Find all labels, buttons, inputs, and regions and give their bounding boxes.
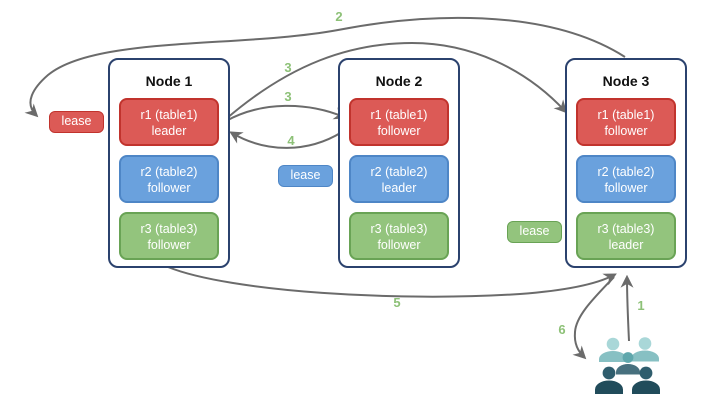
replica-label: r1 (table1)	[140, 108, 198, 122]
replica-r1-node-3: r1 (table1) follower	[576, 98, 676, 146]
node-3: Node 3 r1 (table1) follower r2 (table2) …	[565, 58, 687, 268]
replica-role: follower	[604, 124, 648, 138]
replica-r1-node-2: r1 (table1) follower	[349, 98, 449, 146]
arrow-step-4	[229, 131, 343, 149]
lease-badge-blue: lease	[278, 165, 333, 187]
replica-r2-node-3: r2 (table2) follower	[576, 155, 676, 203]
step-label-2: 2	[335, 9, 343, 24]
arrow-step-5	[167, 266, 617, 298]
replica-r3-node-1: r3 (table3) follower	[119, 212, 219, 260]
step-label-5: 5	[393, 295, 401, 310]
step-label-3a: 3	[284, 60, 292, 75]
replica-label: r1 (table1)	[370, 108, 428, 122]
lease-badge-red: lease	[49, 111, 104, 133]
replica-label: r3 (table3)	[597, 222, 655, 236]
step-label-3b: 3	[284, 89, 292, 104]
replica-label: r3 (table3)	[370, 222, 428, 236]
arrow-step-2	[24, 16, 626, 118]
replica-r1-node-1: r1 (table1) leader	[119, 98, 219, 146]
node-title: Node 2	[375, 73, 423, 89]
step-label-1: 1	[637, 298, 645, 313]
person-back-right-icon	[631, 337, 659, 362]
person-back-left-icon	[599, 337, 627, 362]
replica-r3-node-3: r3 (table3) leader	[576, 212, 676, 260]
replica-role: follower	[147, 238, 191, 252]
person-front-left-icon	[595, 366, 623, 394]
node-2: Node 2 r1 (table1) follower r2 (table2) …	[338, 58, 460, 268]
arrow-step-1	[620, 274, 634, 342]
replica-r2-node-1: r2 (table2) follower	[119, 155, 219, 203]
replica-r2-node-2: r2 (table2) leader	[349, 155, 449, 203]
replica-role: leader	[381, 181, 417, 195]
users-icon	[595, 337, 660, 394]
replica-label: r1 (table1)	[597, 108, 655, 122]
node-title: Node 3	[602, 73, 650, 89]
replica-role: follower	[377, 238, 421, 252]
node-title: Node 1	[145, 73, 193, 89]
replica-role: leader	[151, 124, 187, 138]
replica-label: r2 (table2)	[140, 165, 198, 179]
replica-role: leader	[608, 238, 644, 252]
person-front-right-icon	[632, 366, 660, 394]
replica-role: follower	[147, 181, 191, 195]
lease-badge-green: lease	[507, 221, 562, 243]
node-1: Node 1 r1 (table1) leader r2 (table2) fo…	[108, 58, 230, 268]
arrow-step-3-long	[225, 41, 568, 120]
replica-label: r2 (table2)	[597, 165, 655, 179]
replica-role: follower	[604, 181, 648, 195]
person-middle-icon	[616, 352, 640, 375]
arrow-step-3-short	[225, 104, 348, 122]
replica-label: r3 (table3)	[140, 222, 198, 236]
step-label-4: 4	[287, 133, 295, 148]
replica-r3-node-2: r3 (table3) follower	[349, 212, 449, 260]
replica-label: r2 (table2)	[370, 165, 428, 179]
arrow-step-6	[572, 276, 615, 360]
step-label-6: 6	[558, 322, 566, 337]
replica-role: follower	[377, 124, 421, 138]
